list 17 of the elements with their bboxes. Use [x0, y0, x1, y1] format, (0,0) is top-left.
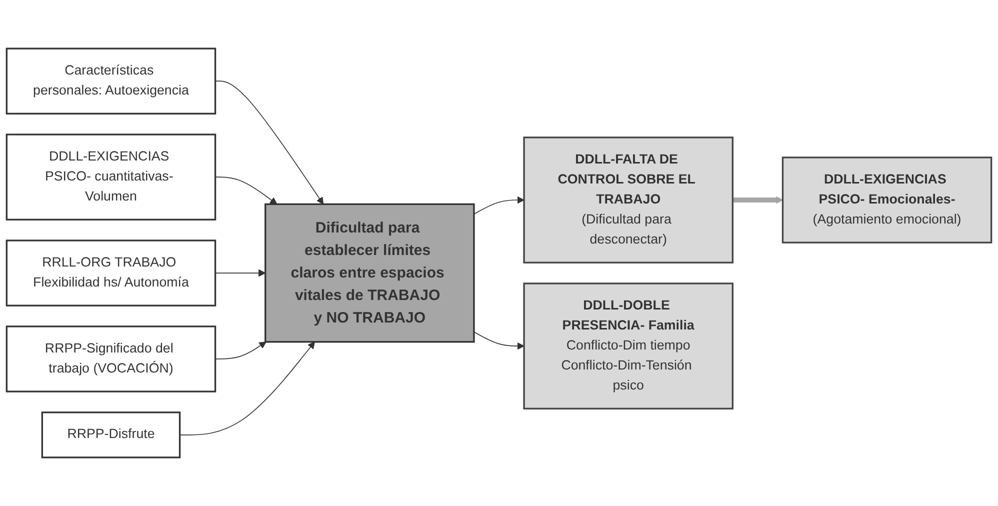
- arrow: [474, 196, 524, 215]
- node-box: Características personales: Autoexigencia: [6, 48, 216, 114]
- node-box: RRLL-ORG TRABAJO Flexibilidad hs/ Autonomía: [6, 240, 216, 306]
- node-box: DDLL-EXIGENCIAS PSICO- Emocionales- (Agotamiento emocional): [782, 156, 992, 244]
- node-box: DDLL-EXIGENCIAS PSICO- cuantitativas- Volumen: [6, 134, 216, 220]
- arrow: [179, 342, 315, 436]
- arrow: [214, 80, 324, 205]
- arrow: [732, 196, 784, 204]
- arrow: [214, 342, 266, 360]
- node-box: DDLL-DOBLE PRESENCIA- Familia Conflicto-Dim tiempo Conflicto-Dim-Tensión psico: [523, 282, 734, 410]
- arrow: [214, 176, 278, 205]
- node-box: DDLL-FALTA DE CONTROL SOBRE EL TRABAJO (Dificultad para desconectar): [523, 136, 734, 264]
- arrow: [474, 332, 524, 350]
- node-box: RRPP-Disfrute: [41, 412, 181, 458]
- node-box: Dificultad para establecer límites claros entre espacios vitales de TRABAJO y NO TRABAJO: [264, 203, 475, 343]
- node-box: RRPP-Significado del trabajo (VOCACIÓN): [6, 326, 216, 392]
- arrow: [214, 269, 266, 277]
